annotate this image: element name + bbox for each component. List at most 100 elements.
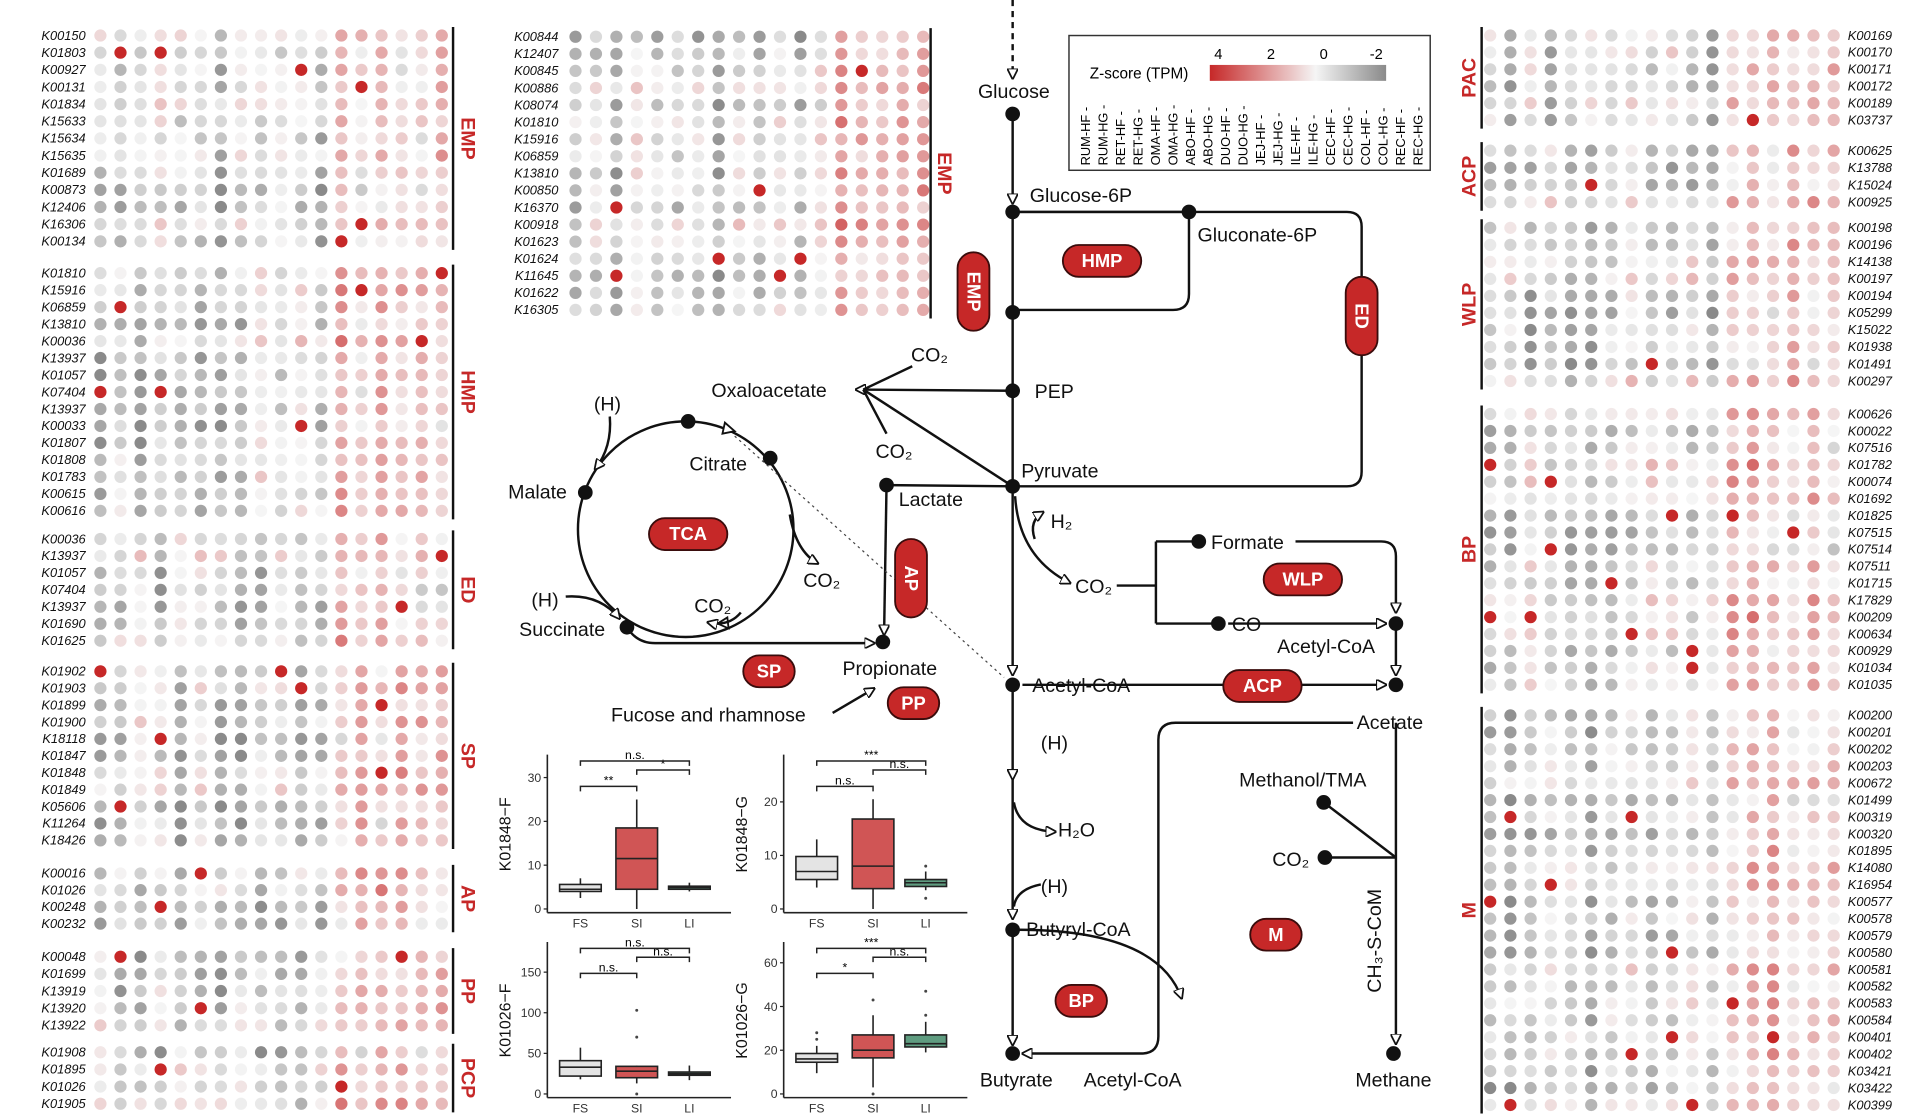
heatmap-cell: [415, 699, 428, 712]
heatmap-cell: [1645, 113, 1658, 127]
heatmap-cell: [1484, 929, 1497, 942]
ko-label: K01622: [514, 285, 558, 300]
heatmap-cell: [94, 1019, 107, 1032]
heatmap-cell: [1484, 407, 1497, 421]
heatmap-cell: [1605, 610, 1618, 624]
heatmap-cell: [1686, 196, 1699, 209]
heatmap-cell: [1807, 912, 1820, 925]
heatmap-cell: [671, 252, 684, 265]
group-label: AP: [457, 885, 479, 912]
heatmap-cell: [1484, 255, 1497, 269]
heatmap-cell: [295, 453, 308, 467]
heatmap-cell: [275, 63, 288, 76]
heatmap-cell: [435, 783, 448, 796]
heatmap-cell: [194, 115, 207, 128]
heatmap-cell: [753, 64, 766, 78]
heatmap-cell: [1706, 1031, 1719, 1044]
heatmap-cell: [732, 286, 746, 299]
heatmap-cell: [773, 115, 787, 129]
heatmap-cell: [1686, 46, 1699, 59]
heatmap-cell: [335, 1080, 348, 1093]
heatmap-cell: [712, 150, 725, 163]
ko-label: K01902: [41, 664, 85, 679]
heatmap-cell: [154, 566, 167, 580]
heatmap-cell: [1544, 323, 1557, 337]
heatmap-cell: [1504, 929, 1517, 942]
heatmap-cell: [234, 984, 248, 998]
ko-label: K00171: [1848, 62, 1892, 77]
heatmap-cell: [355, 284, 368, 297]
heatmap-cell: [114, 634, 127, 647]
label-formate: Formate: [1211, 532, 1284, 554]
heatmap-cell: [630, 218, 643, 231]
heatmap-cell: [335, 470, 348, 484]
heatmap-cell: [275, 1019, 288, 1032]
heatmap-cell: [1787, 441, 1800, 455]
heatmap-cell: [1605, 678, 1618, 691]
heatmap-cell: [194, 1002, 207, 1015]
legend-column-label: OMA-HG -: [1165, 105, 1180, 166]
heatmap-cell: [1585, 526, 1598, 539]
heatmap-cell: [1706, 560, 1719, 573]
heatmap-cell: [1625, 946, 1638, 959]
heatmap-cell: [1524, 238, 1537, 251]
heatmap-cell: [1746, 238, 1759, 251]
heatmap-cell: [1504, 793, 1517, 807]
legend-column-label: DUO-HG -: [1235, 105, 1250, 165]
heatmap-cell: [876, 81, 889, 95]
heatmap-cell: [1484, 1031, 1497, 1044]
heatmap-cell: [94, 487, 107, 500]
heatmap-cell: [1605, 1048, 1618, 1061]
heatmap-cell: [1706, 221, 1719, 234]
heatmap-cell: [194, 453, 207, 467]
heatmap-cell: [234, 732, 248, 746]
heatmap-cell: [315, 284, 328, 297]
heatmap-cell: [1585, 509, 1598, 522]
ko-label: K00201: [1848, 725, 1892, 740]
heatmap-cell: [1686, 272, 1699, 286]
heatmap-cell: [254, 334, 268, 348]
heatmap-cell: [1544, 1014, 1557, 1027]
heatmap-cell: [1585, 912, 1598, 925]
heatmap-cell: [395, 402, 408, 416]
heatmap-cell: [395, 419, 408, 433]
heatmap-cell: [275, 715, 288, 729]
heatmap-cell: [1504, 63, 1517, 76]
heatmap-cell: [335, 884, 348, 897]
heatmap-cell: [855, 30, 868, 43]
heatmap-cell: [315, 867, 328, 880]
heatmap-cell: [1827, 29, 1840, 42]
heatmap-cell: [1746, 46, 1759, 59]
heatmap-cell: [1766, 627, 1780, 641]
heatmap-cell: [1706, 374, 1719, 388]
heatmap-cell: [1686, 221, 1699, 234]
heatmap-cell: [194, 267, 207, 280]
heatmap-cell: [855, 47, 868, 60]
heatmap-cell: [134, 267, 147, 280]
heatmap-cell: [1645, 196, 1658, 209]
ko-label: K15633: [41, 114, 86, 129]
ko-label: K01810: [514, 114, 559, 129]
heatmap-cell: [1484, 912, 1497, 925]
heatmap-cell: [1544, 340, 1557, 354]
y-tick-label: 50: [528, 1047, 542, 1061]
heatmap-cell: [1625, 80, 1638, 93]
heatmap-cell: [114, 334, 127, 348]
heatmap-cell: [134, 235, 147, 248]
y-tick-label: 20: [764, 1044, 778, 1058]
heatmap-cell: [1524, 726, 1537, 739]
heatmap-cell: [1726, 793, 1739, 807]
heatmap-cell: [234, 800, 248, 813]
heatmap-cell: [1605, 946, 1618, 959]
heatmap-cell: [335, 665, 348, 678]
heatmap-cell: [114, 1046, 127, 1059]
heatmap-cell: [1827, 1048, 1840, 1061]
heatmap-cell: [1504, 878, 1517, 891]
heatmap-cell: [435, 984, 448, 998]
heatmap-cell: [154, 317, 167, 331]
heatmap-cell: [355, 984, 368, 998]
ko-label: K00134: [41, 234, 85, 249]
heatmap-cell: [1787, 543, 1800, 556]
heatmap-cell: [732, 252, 746, 265]
heatmap-cell: [154, 385, 167, 399]
